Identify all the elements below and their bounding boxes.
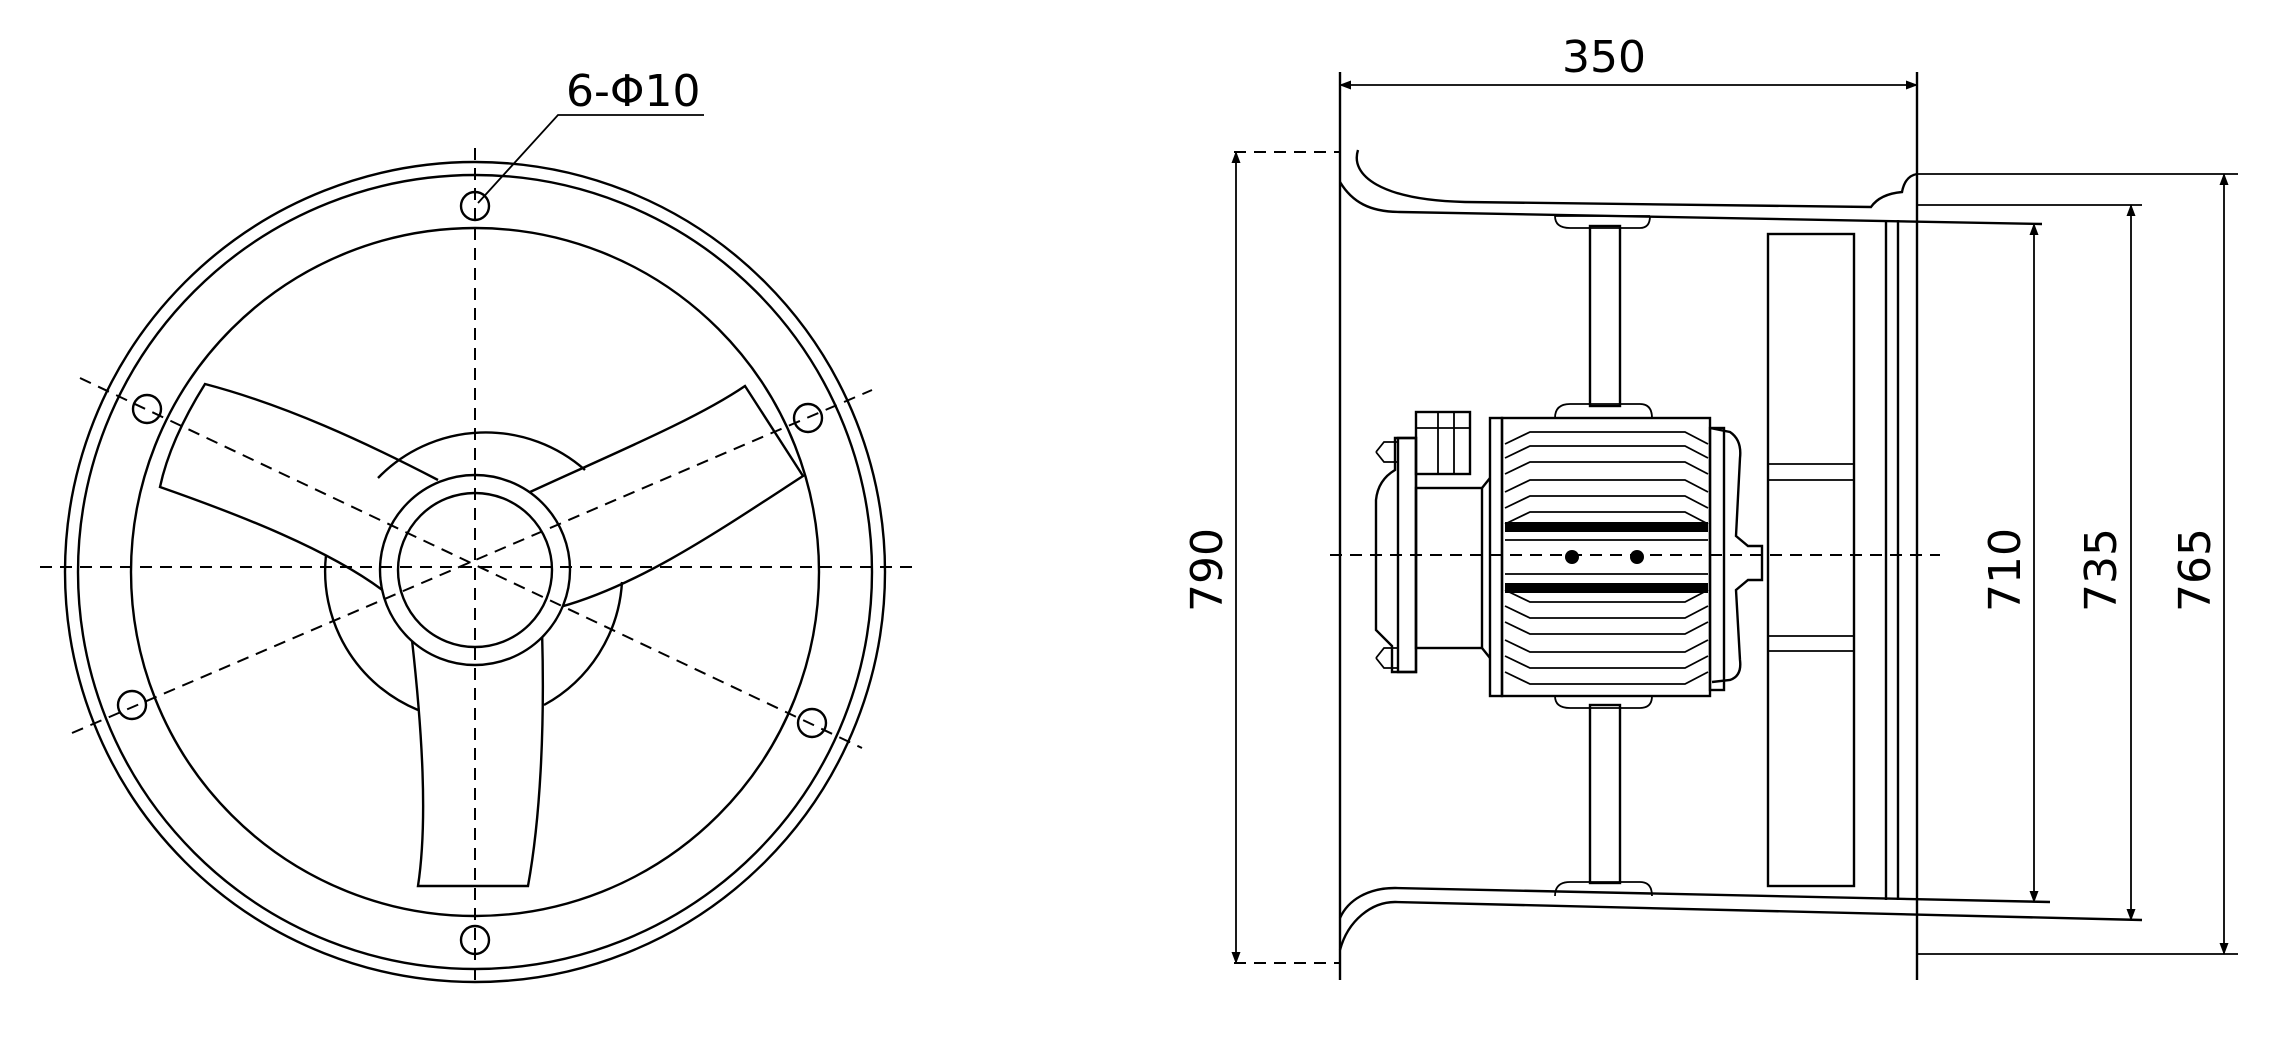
terminal-box — [1414, 410, 1472, 476]
strut-top-bracket — [1554, 215, 1651, 229]
hole-callout-leader — [477, 114, 704, 204]
strut-top — [1588, 224, 1622, 408]
mounting-hole-lower-right — [796, 707, 828, 739]
hub-support-arc-left — [323, 554, 419, 712]
casing-bottom-inner — [1338, 900, 2143, 951]
casing-top-bell — [1355, 149, 1918, 209]
strut-bottom — [1588, 703, 1622, 885]
casing-bottom-bell — [1338, 886, 2051, 919]
motor-bolt-right — [1630, 550, 1644, 564]
impeller-hub-connector — [1709, 426, 1764, 684]
strut-top-bracket-lower — [1554, 403, 1653, 419]
motor-end-plate-left — [1488, 416, 1504, 698]
front-view: 6-Φ10 — [40, 66, 912, 986]
impeller-blade-body — [1766, 232, 1856, 888]
fan-blade-bottom — [410, 629, 545, 888]
motor-rear-bolt-top — [1375, 441, 1398, 463]
dim-350-label: 350 — [1562, 32, 1646, 83]
dim-735-label: 735 — [2076, 528, 2127, 612]
mounting-hole-upper-right — [792, 402, 824, 434]
hub-support-arc-top — [377, 431, 586, 479]
motor-band-lower — [1505, 583, 1708, 593]
casing-top-inner — [1338, 181, 2043, 226]
dim-790-label: 790 — [1182, 528, 1233, 612]
dim-710-label: 710 — [1980, 528, 2031, 612]
motor-rear-housing — [1414, 486, 1484, 650]
center-line-diagonal-down — [79, 377, 863, 749]
strut-bottom-bracket-upper — [1554, 695, 1653, 709]
motor-end-plate-right — [1708, 426, 1726, 692]
hole-callout-text: 6-Φ10 — [566, 66, 701, 117]
fan-blade-upper-left — [158, 382, 439, 593]
motor-band-upper — [1505, 522, 1708, 532]
outer-flange-circle — [63, 160, 887, 984]
motor-bolt-left — [1565, 550, 1579, 564]
motor-cooling-fins — [1504, 431, 1709, 685]
mounting-hole-upper-left — [131, 393, 163, 425]
motor-rear-bolt-bottom — [1375, 647, 1398, 669]
motor-rear-cover — [1374, 436, 1418, 674]
center-line-diagonal-up — [71, 389, 873, 734]
motor-neck — [1481, 477, 1491, 659]
dim-765-label: 765 — [2170, 528, 2221, 612]
strut-bottom-bracket — [1554, 881, 1653, 897]
motor-body — [1500, 416, 1712, 698]
side-view: 350 790 710 735 765 — [1182, 32, 2238, 980]
fan-blade-right — [529, 384, 805, 609]
hub-support-arc-right — [543, 581, 624, 707]
mounting-hole-lower-left — [116, 689, 148, 721]
